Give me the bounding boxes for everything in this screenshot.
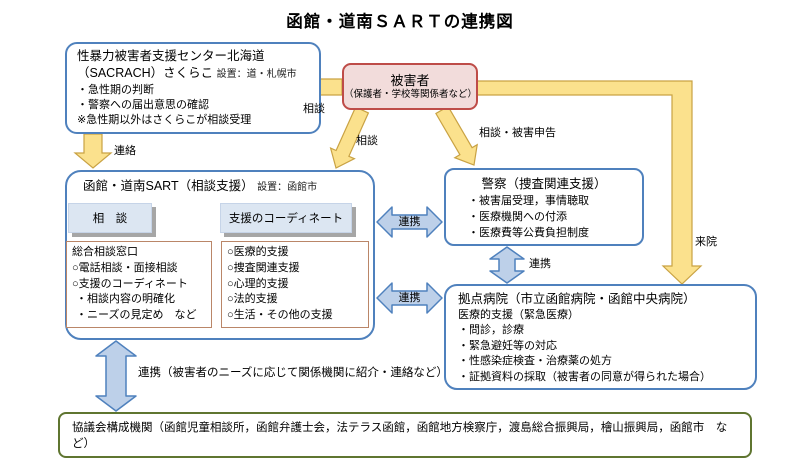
hospital-item: ・性感染症検査・治療薬の処方 (458, 355, 612, 368)
arrow-renkei-sart-council (95, 340, 137, 412)
council-box: 協議会構成機関（函館児童相談所，函館弁護士会，法テラス函館，函館地方検察庁，渡島… (58, 412, 752, 458)
arrow-visit-to-hospital (476, 80, 703, 285)
consult-item: ○電話相談・面接相談 (72, 261, 178, 274)
sacrach-subtitle: 設置：道・札幌市 (216, 69, 297, 80)
tab-consult: 相 談 (68, 203, 152, 233)
support-item: ○医療的支援 (227, 246, 289, 258)
police-item: ・医療費等公費負担制度 (468, 227, 589, 239)
consult-item: ・相談内容の明確化 (76, 293, 175, 306)
sart-subtitle: 設置：函館市 (257, 182, 318, 193)
arrow-renkei-sart-police (376, 206, 443, 238)
consult-item: 総合相談窓口 (72, 246, 138, 258)
consult-item: ・ニーズの見定め など (76, 309, 197, 322)
support-detail-box: ○医療的支援 ○捜査関連支援 ○心理的支援 ○法的支援 ○生活・その他の支援 (221, 241, 369, 328)
label-renraku: 連絡 (114, 145, 136, 157)
label-renkei-hospital: 連携 (398, 292, 421, 304)
hospital-box: 拠点病院（市立函館病院・函館中央病院） 医療的支援（緊急医療） ・問診，診療 ・… (444, 284, 757, 390)
sacrach-title-line2: （SACRACH）さくらこ (77, 66, 214, 80)
consult-detail-box: 総合相談窓口 ○電話相談・面接相談 ○支援のコーディネート ・相談内容の明確化 … (66, 241, 212, 328)
hospital-item: ・証拠資料の採取（被害者の同意が得られた場合） (458, 370, 711, 383)
label-sodan-police: 相談・被害申告 (479, 127, 556, 139)
tab-coordinate: 支援のコーディネート (220, 203, 352, 233)
tab-consult-label: 相 談 (92, 213, 128, 225)
support-item: ○法的支援 (227, 293, 278, 306)
sart-title-row: 函館・道南SART（相談支援） 設置：函館市 (83, 178, 373, 196)
arrow-renkei-sart-hospital (376, 282, 443, 314)
consult-item: ○支援のコーディネート (72, 277, 188, 290)
tab-coordinate-label: 支援のコーディネート (228, 213, 344, 225)
label-sodan-left: 相談 (303, 103, 325, 115)
hospital-item: ・緊急避妊等の対応 (458, 339, 557, 352)
arrow-consult-to-sart (329, 106, 370, 169)
support-item: ○心理的支援 (227, 277, 289, 290)
police-title: 警察（捜査関連支援） (481, 177, 607, 191)
support-item: ○捜査関連支援 (227, 261, 300, 274)
page-title: 函館・道南ＳＡＲＴの連携図 (286, 13, 514, 31)
council-text: 協議会構成機関（函館児童相談所，函館弁護士会，法テラス函館，函館地方検察庁，渡島… (72, 422, 728, 450)
sacrach-title-line2-row: （SACRACH）さくらこ 設置：道・札幌市 (77, 65, 311, 83)
sart-title: 函館・道南SART（相談支援） (83, 179, 254, 193)
police-item: ・医療機関への付添 (468, 211, 567, 223)
sacrach-center-box: 性暴力被害者支援センター北海道 （SACRACH）さくらこ 設置：道・札幌市 ・… (65, 42, 321, 134)
sacrach-title-line1: 性暴力被害者支援センター北海道 (77, 49, 265, 63)
label-renkei-council: 連携（被害者のニーズに応じて関係機関に紹介・連絡など） (138, 367, 448, 379)
label-renkei-police: 連携 (398, 216, 421, 228)
police-box: 警察（捜査関連支援） ・被害届受理，事情聴取 ・医療機関への付添 ・医療費等公費… (444, 168, 644, 246)
victim-box: 被害者 （保護者・学校等関係者など） (342, 63, 478, 110)
sacrach-item: ・急性期の判断 (77, 84, 154, 96)
arrow-report-to-police (435, 105, 478, 166)
support-item: ○生活・その他の支援 (227, 309, 333, 322)
victim-title: 被害者 (390, 72, 430, 88)
police-item: ・被害届受理，事情聴取 (468, 195, 589, 207)
arrow-renkei-police-hospital (489, 246, 525, 284)
arrow-renraku-down (73, 133, 113, 169)
label-sodan-sart: 相談 (356, 135, 378, 147)
hospital-title: 拠点病院（市立函館病院・函館中央病院） (458, 292, 696, 306)
label-renkei-vertical: 連携 (529, 258, 551, 270)
hospital-item: ・問診，診療 (458, 324, 524, 337)
label-raiin: 来院 (695, 236, 717, 248)
sacrach-item: ※急性期以外はさくらこが相談受理 (77, 114, 252, 126)
victim-subtitle: （保護者・学校等関係者など） (344, 88, 478, 100)
sacrach-item: ・警察への届出意思の確認 (77, 99, 209, 111)
hospital-subtitle: 医療的支援（緊急医療） (458, 309, 579, 321)
